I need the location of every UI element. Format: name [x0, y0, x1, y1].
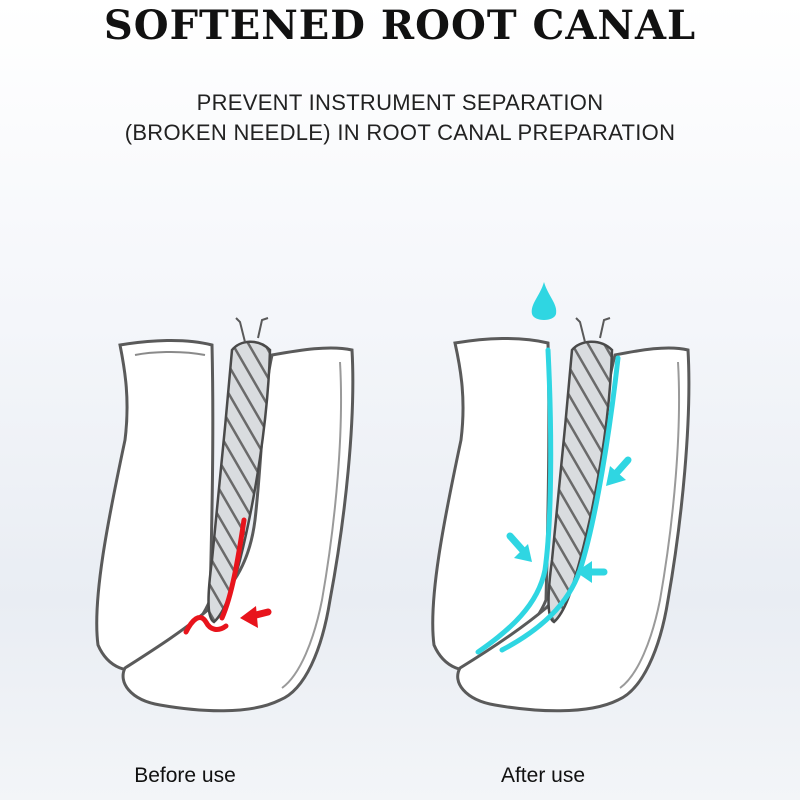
after-use-panel: [431, 282, 691, 713]
page-subtitle: PREVENT INSTRUMENT SEPARATION (BROKEN NE…: [0, 88, 800, 148]
lubricant-line-right: [499, 355, 621, 653]
right-root-shape: [121, 346, 355, 713]
red-arrow-icon: [240, 606, 272, 628]
caption-before-use: Before use: [134, 764, 236, 787]
droplet-icon: [531, 282, 557, 320]
cyan-arrow-icon-right: [576, 561, 608, 583]
file-instrument-after: [547, 340, 614, 624]
cyan-arrow-icon-left: [506, 532, 532, 562]
lubricant-line-left: [475, 347, 554, 655]
before-use-panel: [95, 317, 355, 713]
caption-after-use: After use: [500, 764, 586, 787]
subtitle-line-2: (BROKEN NEEDLE) IN ROOT CANAL PREPARATIO…: [124, 120, 676, 145]
page-title: SOFTENED ROOT CANAL: [103, 2, 697, 49]
cyan-arrow-icon-top: [606, 456, 632, 486]
subtitle-line-1: PREVENT INSTRUMENT SEPARATION: [196, 90, 604, 115]
stress-highlight-red: [219, 517, 247, 621]
